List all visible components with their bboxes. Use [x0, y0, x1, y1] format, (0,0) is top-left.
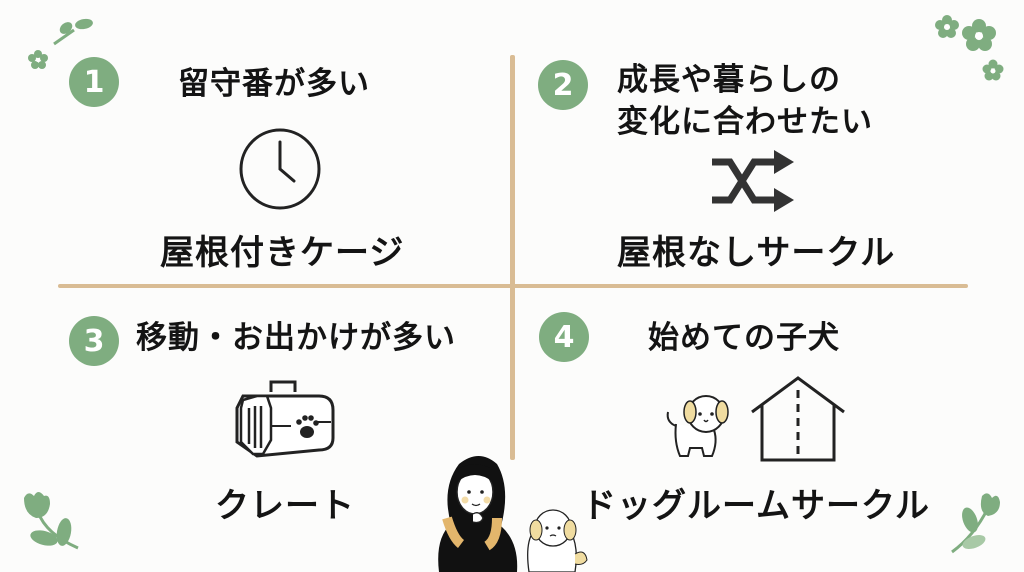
house-divider-icon: [751, 376, 845, 462]
quadrant-title: 始めての子犬: [648, 320, 840, 356]
flowers-decoration-icon: [935, 15, 1004, 81]
pet-carrier-icon: [235, 380, 335, 458]
quadrant-title: 留守番が多い: [178, 66, 370, 102]
woman-with-dog-illustration: [438, 456, 588, 572]
quadrant-title-line2: 変化に合わせたい: [617, 104, 873, 140]
number-badge: 1: [69, 57, 119, 107]
number-badge: 2: [538, 60, 588, 110]
quadrant-title: 移動・お出かけが多い: [136, 320, 456, 356]
recommendation-label: 屋根なしサークル: [617, 233, 896, 273]
tulip-decoration-icon: [24, 492, 79, 550]
recommendation-label: ドッグルームサークル: [582, 486, 930, 526]
tulip-decoration-icon: [951, 493, 1000, 554]
clock-icon: [239, 128, 321, 210]
horizontal-divider: [58, 284, 968, 288]
recommendation-label: クレート: [215, 486, 355, 526]
recommendation-label: 屋根付きケージ: [160, 233, 405, 273]
number-badge: 3: [69, 316, 119, 366]
number-badge: 4: [539, 312, 589, 362]
puppy-icon: [666, 395, 729, 457]
shuffle-icon: [712, 150, 794, 212]
vertical-divider: [510, 55, 515, 460]
quadrant-title-line1: 成長や暮らしの: [617, 62, 841, 98]
leaf-sprig-decoration-icon: [28, 18, 93, 69]
